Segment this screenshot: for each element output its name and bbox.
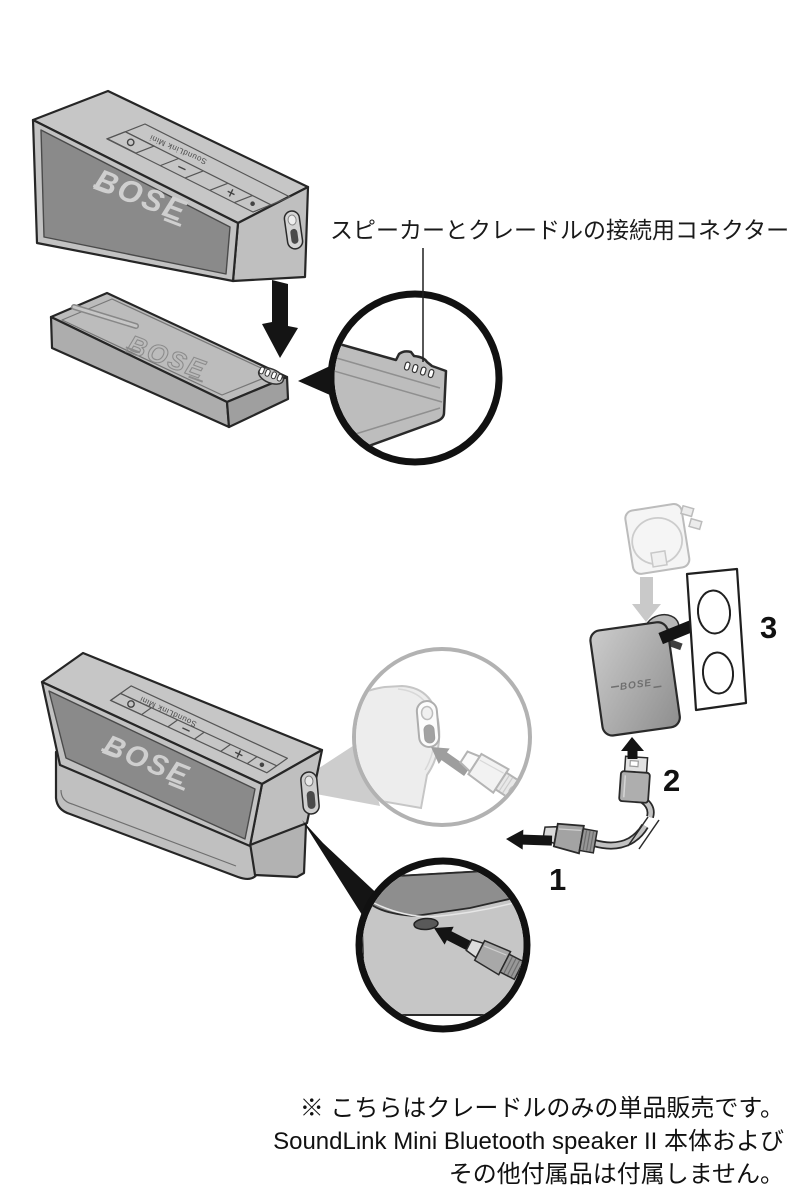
plug-prong xyxy=(688,517,703,531)
bluetooth-icon xyxy=(250,201,255,206)
usb-a-plug xyxy=(618,755,651,804)
power-adapter-illustration: BOSE xyxy=(589,503,748,737)
cradle-groove-2 xyxy=(334,368,443,403)
power-icon xyxy=(126,138,135,147)
bottom-speaker-illustration: BOSE SoundLink Mini xyxy=(40,651,324,848)
cradle-right-face xyxy=(225,375,290,429)
power-icon xyxy=(127,700,135,708)
outlet-hole-top xyxy=(696,589,732,635)
adapter-prong xyxy=(667,639,683,651)
footer-note-line-1: ※ こちらはクレードルのみの単品販売です。 xyxy=(299,1095,784,1122)
connector-callout-label: スピーカーとクレードルの接続用コネクター xyxy=(330,217,789,243)
footer-note: ※ こちらはクレードルのみの単品販売です。 SoundLink Mini Blu… xyxy=(273,1092,784,1191)
magnifier-circle-cradle-usb-content xyxy=(362,866,524,1016)
cradle-connector-pins xyxy=(258,366,283,382)
cradle-edge-highlight xyxy=(373,898,524,918)
usb-port-zoom xyxy=(415,700,441,748)
cable-break-mark xyxy=(627,816,649,847)
attach-plug-arrow-gray-icon xyxy=(632,577,661,622)
step-1-label: 1 xyxy=(549,862,566,897)
plug-prong xyxy=(679,504,695,518)
cradle-groove-1 xyxy=(334,354,441,389)
micro-usb-plug xyxy=(542,822,598,855)
speaker-grille xyxy=(48,690,256,840)
usb-cable-illustration xyxy=(505,737,660,855)
top-cradle-illustration: BOSE xyxy=(49,291,290,429)
step-3-label: 3 xyxy=(760,610,777,645)
cradle-seam xyxy=(60,789,237,867)
cradle-usb-port xyxy=(413,917,439,931)
footer-note-line-3: その他付属品は付属しません。 xyxy=(448,1161,784,1188)
control-panel-glyphs xyxy=(126,138,255,206)
cradle-slot-inner xyxy=(72,305,138,328)
outlet-hole-bottom xyxy=(701,651,735,695)
bluetooth-icon xyxy=(259,762,265,768)
volume-up-icon-bar xyxy=(236,750,242,758)
speaker-grille xyxy=(40,129,231,275)
bose-logo-text: BOSE xyxy=(619,678,653,693)
volume-down-icon xyxy=(178,165,186,171)
speaker-usb-port xyxy=(300,771,320,815)
place-on-cradle-arrow-icon xyxy=(262,280,298,358)
control-panel xyxy=(105,123,291,213)
control-panel xyxy=(109,685,288,774)
top-speaker-illustration: BOSE SoundLink Mini xyxy=(31,89,310,283)
connector-pointer-arrow-icon xyxy=(298,366,330,395)
insert-up-arrow-icon xyxy=(621,737,644,759)
bose-logo-adapter: BOSE xyxy=(610,678,662,693)
plug-module-faded xyxy=(624,503,703,575)
connector-pins-zoom xyxy=(403,361,435,379)
footer-note-line-2: SoundLink Mini Bluetooth speaker II 本体およ… xyxy=(273,1128,784,1155)
speaker-charge-port xyxy=(283,210,304,250)
step-2-label: 2 xyxy=(663,763,680,798)
adapter-body: BOSE xyxy=(589,621,681,737)
volume-down-icon xyxy=(182,727,190,732)
callout-wedge-cradle-usb xyxy=(302,820,386,918)
volume-up-icon-bar xyxy=(228,189,234,197)
cable-lower xyxy=(593,824,647,848)
control-panel-glyphs xyxy=(127,700,265,768)
cable-break-mark xyxy=(638,819,660,850)
